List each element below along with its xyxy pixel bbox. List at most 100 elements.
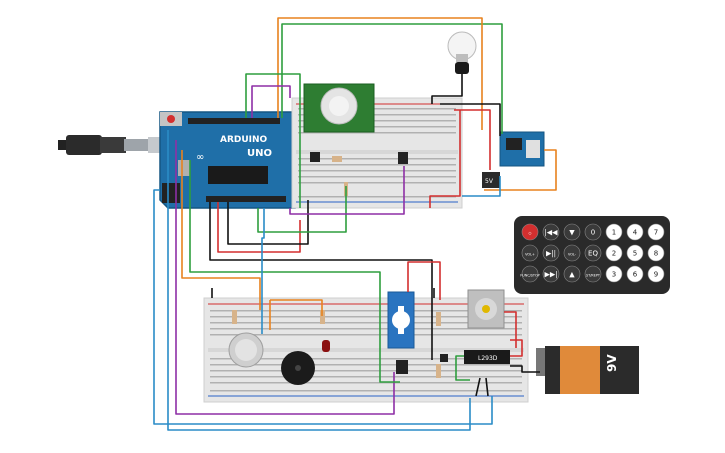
wire-green-pir [257, 186, 347, 233]
remote-button-label: 9 [654, 271, 658, 279]
wire-orange-top [277, 17, 483, 130]
wire-blue-long [167, 130, 471, 431]
remote-button-label: ▶▶| [544, 271, 557, 279]
arduino-model: UNO [247, 148, 272, 159]
remote-button-label: EQ [588, 250, 598, 258]
power-jack [162, 183, 180, 203]
arduino-brand: ARDUINO [220, 135, 268, 145]
remote-button[interactable] [563, 223, 581, 241]
pir-sensor [303, 83, 375, 133]
remote-button-label: 2 [612, 250, 616, 258]
led [322, 340, 330, 352]
voltage-regulator: 5V [482, 172, 500, 188]
wire-black-arduino [227, 200, 309, 245]
remote-button[interactable] [542, 244, 560, 262]
capacitor [178, 160, 190, 176]
servo-motor [387, 291, 415, 374]
remote-button-label: 3 [612, 271, 616, 279]
gas-sensor [228, 332, 264, 368]
wire-black-wifi [440, 103, 501, 136]
resistor-bottom-3 [436, 312, 441, 326]
wire-red-motor [504, 311, 517, 348]
resistor-top-1 [332, 156, 342, 162]
remote-button[interactable] [626, 265, 644, 283]
wire-black-bottom [209, 202, 433, 360]
wire-blue-gas [261, 208, 265, 334]
wire-black-driver [475, 377, 489, 397]
wire-orange-wifi [484, 149, 557, 191]
resistor-bottom-4 [436, 364, 441, 378]
remote-button[interactable] [647, 244, 665, 262]
analog-header [206, 196, 286, 202]
remote-button-label: ▼ [569, 229, 575, 237]
remote-button-label: ⏻ [529, 232, 532, 236]
wire-red-servo [407, 261, 441, 300]
wire-black-rail [211, 288, 435, 298]
pushbutton [440, 354, 448, 362]
wire-black-battery [510, 365, 540, 373]
remote-button[interactable] [521, 223, 539, 241]
remote-button-label: 7 [654, 229, 658, 237]
wire-purple-long [175, 140, 395, 415]
remote-button-label: |◀◀ [544, 229, 558, 237]
breadboard-bottom-holes [210, 310, 522, 392]
remote-button[interactable] [605, 265, 623, 283]
wire-green-top [281, 23, 503, 134]
remote-button[interactable] [521, 244, 539, 262]
wire-red-arduino [217, 202, 301, 253]
motor-driver-label: L293D [478, 355, 498, 362]
ir-remote: ⏻ VOL+ FUNC/STOP |◀◀ ▶|| ▶▶| ▼ VOL- ▲ 0EQ ST/REPT 1… [514, 216, 670, 294]
wire-red-top [429, 110, 461, 208]
remote-button[interactable] [647, 223, 665, 241]
remote-button[interactable] [647, 265, 665, 283]
resistor-bottom-1 [232, 310, 237, 324]
light-bulb [447, 31, 477, 74]
remote-button-label: 5 [633, 250, 637, 258]
resistor-bottom-2 [320, 310, 325, 324]
wire-blue-outer [153, 189, 493, 425]
remote-button[interactable] [584, 244, 602, 262]
wifi-module [499, 131, 545, 167]
remote-button[interactable] [563, 244, 581, 262]
remote-button[interactable] [542, 223, 560, 241]
wire-purple-short [251, 85, 291, 118]
wires [153, 17, 557, 431]
remote-button-label: ▶|| [546, 250, 556, 258]
remote-button-label: VOL+ [525, 253, 535, 257]
remote-button[interactable] [521, 265, 539, 283]
arduino-logo-icon: ∞ [196, 152, 204, 163]
atmega-chip [208, 166, 268, 184]
remote-button[interactable] [542, 265, 560, 283]
remote-button[interactable] [605, 244, 623, 262]
transistor [310, 152, 320, 162]
breadboard-top-holes [298, 108, 456, 198]
remote-button-label: 1 [612, 229, 616, 237]
wire-blue-reg [462, 176, 501, 197]
remote-button-grid: ⏻ VOL+ FUNC/STOP |◀◀ ▶|| ▶▶| ▼ VOL- ▲ 0EQ ST/REPT 1… [520, 223, 665, 283]
remote-button[interactable] [584, 265, 602, 283]
dc-motor [467, 289, 505, 329]
wire-orange-sensor [181, 150, 261, 310]
remote-button[interactable] [626, 244, 644, 262]
remote-button-label: VOL- [568, 253, 577, 257]
remote-button[interactable] [584, 223, 602, 241]
remote-button-label: FUNC/STOP [520, 274, 539, 278]
remote-button[interactable] [605, 223, 623, 241]
usb-cable [58, 135, 162, 155]
remote-button[interactable] [563, 265, 581, 283]
remote-button-label: 4 [633, 229, 638, 237]
remote-button-label: ST/REPT [586, 274, 601, 278]
remote-button-label: 0 [591, 229, 595, 237]
digital-header [188, 118, 280, 124]
ir-receiver [398, 152, 408, 164]
wire-bulb-black [431, 74, 463, 104]
wire-green-driver [455, 355, 470, 381]
remote-button[interactable] [626, 223, 644, 241]
regulator-label: 5V [485, 178, 494, 185]
remote-button-label: 8 [654, 250, 658, 258]
motor-driver: L293D [464, 350, 510, 364]
wire-green-arduino [245, 73, 301, 208]
remote-button-label: ▲ [569, 271, 575, 279]
